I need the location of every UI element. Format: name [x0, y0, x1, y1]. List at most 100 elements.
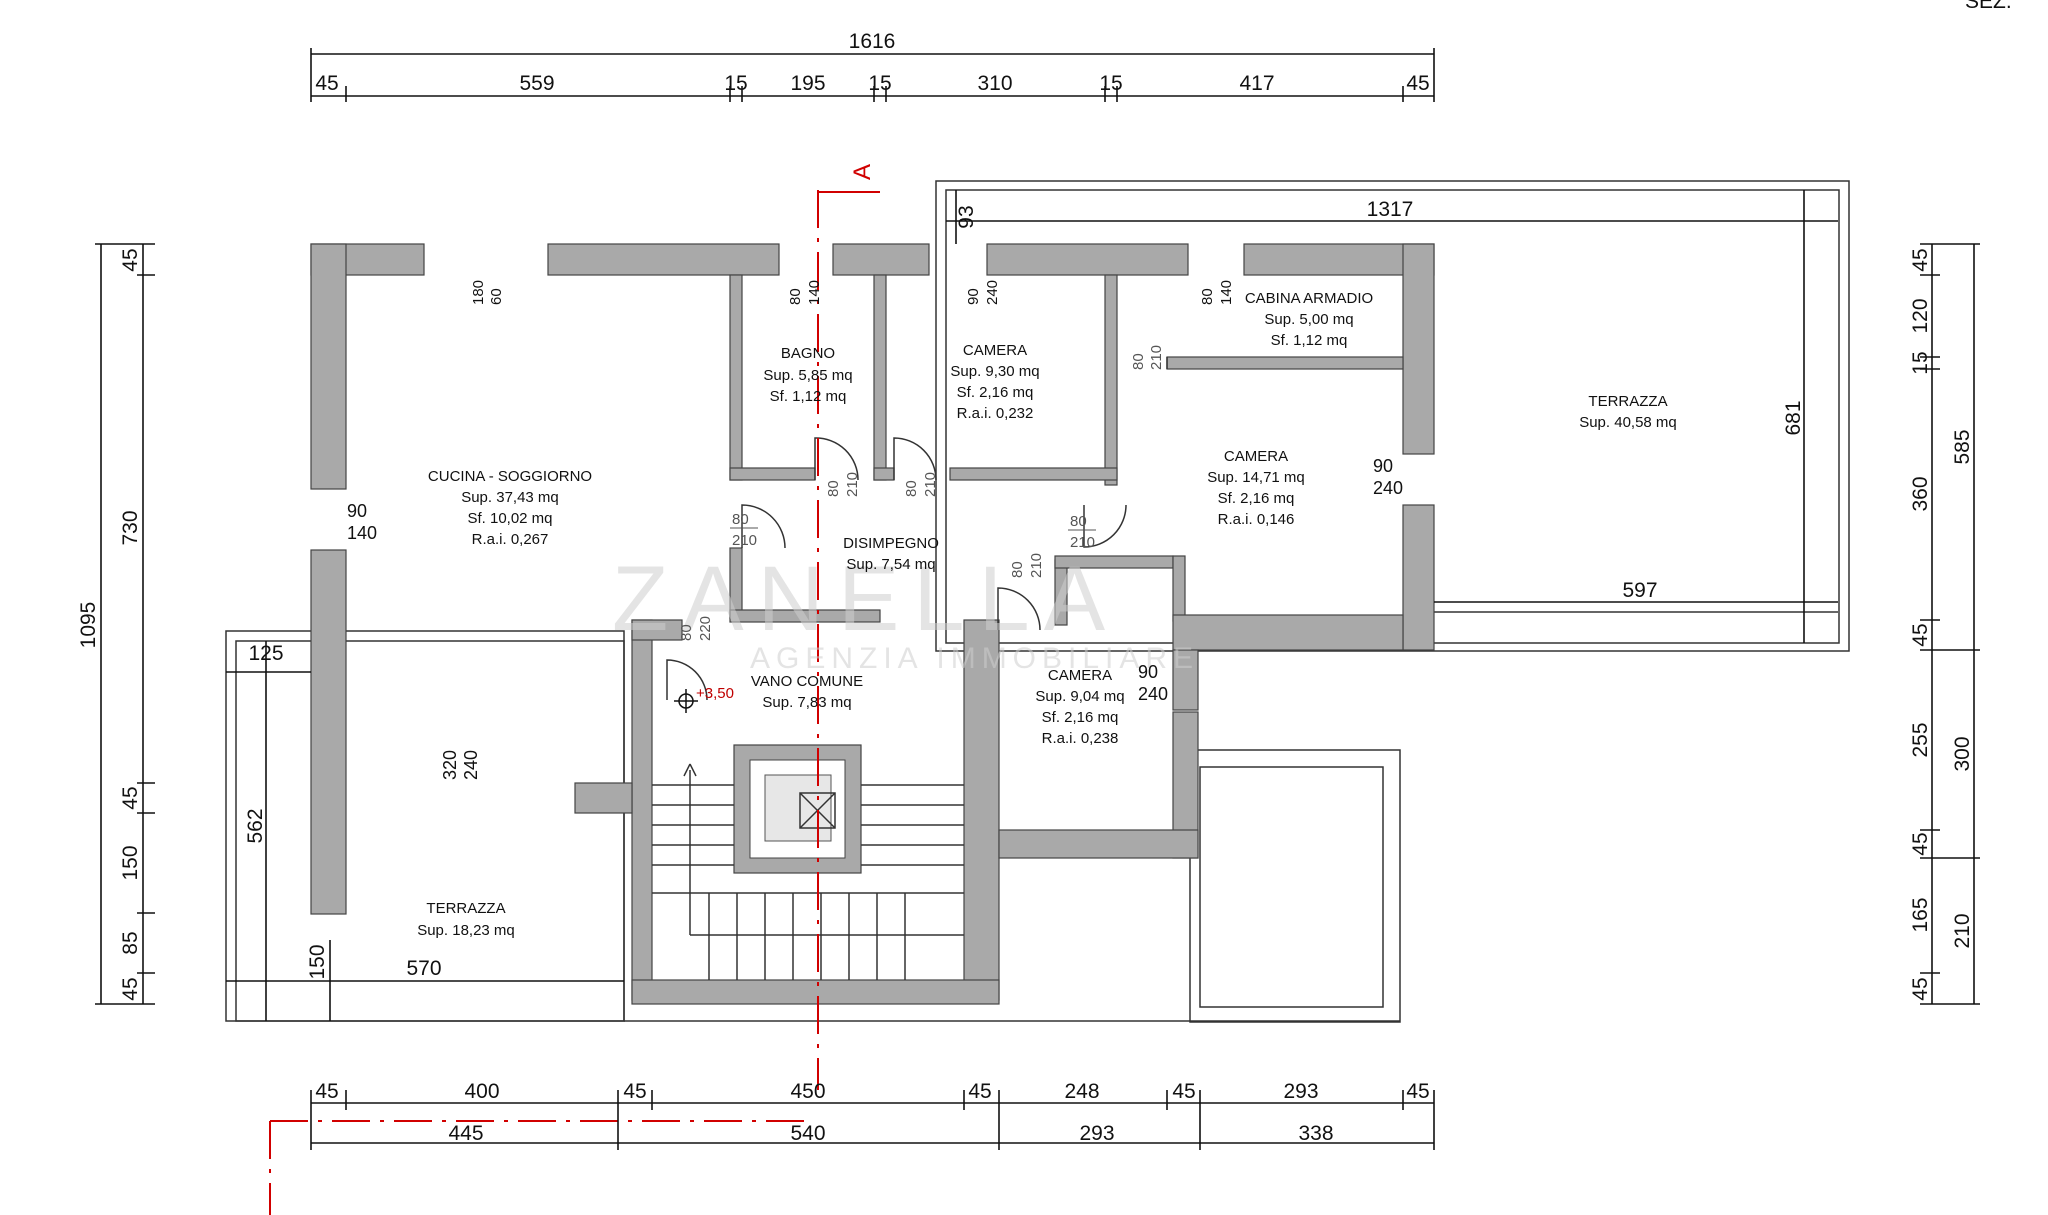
svg-text:45: 45 — [1406, 1080, 1429, 1103]
svg-text:125: 125 — [248, 642, 283, 665]
svg-text:Sup. 9,30 mq: Sup. 9,30 mq — [950, 363, 1039, 380]
svg-text:TERRAZZA: TERRAZZA — [1588, 393, 1667, 410]
svg-text:Sup. 5,00 mq: Sup. 5,00 mq — [1264, 311, 1353, 328]
svg-text:Sup. 9,04 mq: Sup. 9,04 mq — [1035, 688, 1124, 705]
svg-text:Sup. 37,43 mq: Sup. 37,43 mq — [461, 489, 559, 506]
room-disimpegno: DISIMPEGNO Sup. 7,54 mq — [843, 535, 939, 573]
svg-text:210: 210 — [1951, 913, 1974, 948]
svg-text:360: 360 — [1909, 476, 1932, 511]
svg-text:210: 210 — [1028, 553, 1045, 578]
room-terrazza-1: TERRAZZA Sup. 40,58 mq — [1579, 393, 1677, 431]
svg-text:CAMERA: CAMERA — [1224, 448, 1288, 465]
room-cabina-armadio: CABINA ARMADIO Sup. 5,00 mq Sf. 1,12 mq — [1245, 290, 1373, 349]
svg-text:240: 240 — [461, 750, 481, 780]
door-swings — [666, 357, 1168, 701]
svg-text:210: 210 — [1070, 534, 1095, 551]
room-bagno: BAGNO Sup. 5,85 mq Sf. 1,12 mq — [763, 345, 852, 405]
svg-text:255: 255 — [1909, 722, 1932, 757]
svg-text:320: 320 — [440, 750, 460, 780]
svg-text:R.a.i. 0,146: R.a.i. 0,146 — [1218, 511, 1295, 528]
terrace-left — [225, 630, 625, 1022]
svg-text:180: 180 — [470, 280, 487, 305]
svg-text:15: 15 — [868, 72, 891, 95]
svg-text:15: 15 — [1099, 72, 1122, 95]
svg-text:1095: 1095 — [77, 602, 100, 649]
svg-text:450: 450 — [790, 1080, 825, 1103]
svg-text:293: 293 — [1283, 1080, 1318, 1103]
section-cut — [269, 190, 880, 1215]
svg-text:210: 210 — [732, 532, 757, 549]
svg-text:210: 210 — [844, 472, 861, 497]
elevation-marker-icon — [674, 689, 698, 713]
svg-text:248: 248 — [1064, 1080, 1099, 1103]
svg-text:CAMERA: CAMERA — [1048, 667, 1112, 684]
svg-text:562: 562 — [244, 808, 267, 843]
svg-text:15: 15 — [1909, 351, 1932, 374]
svg-text:85: 85 — [119, 931, 142, 954]
svg-text:15: 15 — [724, 72, 747, 95]
svg-text:445: 445 — [448, 1122, 483, 1145]
svg-text:559: 559 — [519, 72, 554, 95]
svg-text:Sf. 2,16 mq: Sf. 2,16 mq — [1042, 709, 1119, 726]
svg-text:417: 417 — [1239, 72, 1274, 95]
svg-text:CAMERA: CAMERA — [963, 342, 1027, 359]
svg-text:80: 80 — [787, 288, 804, 305]
room-camera-3: CAMERA Sup. 9,04 mq Sf. 2,16 mq R.a.i. 0… — [1035, 667, 1124, 747]
svg-text:45: 45 — [119, 786, 142, 809]
room-cucina-soggiorno: CUCINA - SOGGIORNO Sup. 37,43 mq Sf. 10,… — [428, 468, 592, 548]
watermark-logo: ZANELLA AGENZIA IMMOBILIARE — [612, 548, 1193, 675]
svg-text:80: 80 — [825, 480, 842, 497]
svg-text:Sf. 2,16 mq: Sf. 2,16 mq — [1218, 490, 1295, 507]
svg-text:Sup. 40,58 mq: Sup. 40,58 mq — [1579, 414, 1677, 431]
svg-text:240: 240 — [1373, 478, 1403, 498]
dimension-right: 45 120 15 360 45 255 45 165 45 585 300 2… — [1909, 243, 1980, 1005]
svg-text:Sf. 10,02 mq: Sf. 10,02 mq — [467, 510, 552, 527]
room-terrazza-2: TERRAZZA Sup. 18,23 mq — [417, 900, 515, 939]
svg-text:293: 293 — [1079, 1122, 1114, 1145]
svg-text:150: 150 — [306, 944, 329, 979]
svg-text:540: 540 — [790, 1122, 825, 1145]
svg-text:90: 90 — [347, 501, 367, 521]
svg-text:165: 165 — [1909, 897, 1932, 932]
svg-text:338: 338 — [1298, 1122, 1333, 1145]
svg-text:45: 45 — [968, 1080, 991, 1103]
svg-text:150: 150 — [119, 845, 142, 880]
corner-label: SEZ. — [1965, 0, 2012, 13]
opening-labels: 180 60 80 140 90 240 80 140 90 140 90 24… — [347, 280, 1403, 780]
svg-text:93: 93 — [955, 205, 978, 228]
svg-text:45: 45 — [1909, 248, 1932, 271]
svg-text:Sf. 2,16 mq: Sf. 2,16 mq — [957, 384, 1034, 401]
room-vano-comune: VANO COMUNE Sup. 7,83 mq — [751, 673, 863, 711]
svg-text:45: 45 — [1909, 977, 1932, 1000]
svg-text:60: 60 — [488, 288, 505, 305]
svg-text:80: 80 — [1199, 288, 1216, 305]
svg-text:TERRAZZA: TERRAZZA — [426, 900, 505, 917]
svg-text:220: 220 — [697, 616, 714, 641]
svg-text:45: 45 — [315, 1080, 338, 1103]
svg-text:210: 210 — [1148, 345, 1165, 370]
svg-text:80: 80 — [1070, 513, 1087, 530]
svg-text:VANO COMUNE: VANO COMUNE — [751, 673, 863, 690]
svg-text:Sup. 14,71 mq: Sup. 14,71 mq — [1207, 469, 1305, 486]
svg-text:310: 310 — [977, 72, 1012, 95]
svg-text:R.a.i. 0,238: R.a.i. 0,238 — [1042, 730, 1119, 747]
svg-text:210: 210 — [922, 472, 939, 497]
svg-text:681: 681 — [1782, 400, 1805, 435]
svg-text:45: 45 — [1172, 1080, 1195, 1103]
svg-text:45: 45 — [1909, 623, 1932, 646]
svg-text:80: 80 — [1009, 561, 1026, 578]
svg-text:CUCINA - SOGGIORNO: CUCINA - SOGGIORNO — [428, 468, 592, 485]
svg-text:45: 45 — [1406, 72, 1429, 95]
svg-text:45: 45 — [119, 977, 142, 1000]
walls — [310, 243, 1435, 1005]
svg-text:80: 80 — [1130, 353, 1147, 370]
svg-text:570: 570 — [406, 957, 441, 980]
svg-text:80: 80 — [903, 480, 920, 497]
section-marker: A — [849, 164, 876, 180]
svg-text:45: 45 — [1909, 832, 1932, 855]
svg-text:Sup. 5,85 mq: Sup. 5,85 mq — [763, 367, 852, 384]
svg-text:140: 140 — [806, 280, 823, 305]
svg-text:240: 240 — [1138, 684, 1168, 704]
dimension-left: 1095 45 730 45 150 85 45 125 562 570 150 — [77, 243, 624, 1021]
